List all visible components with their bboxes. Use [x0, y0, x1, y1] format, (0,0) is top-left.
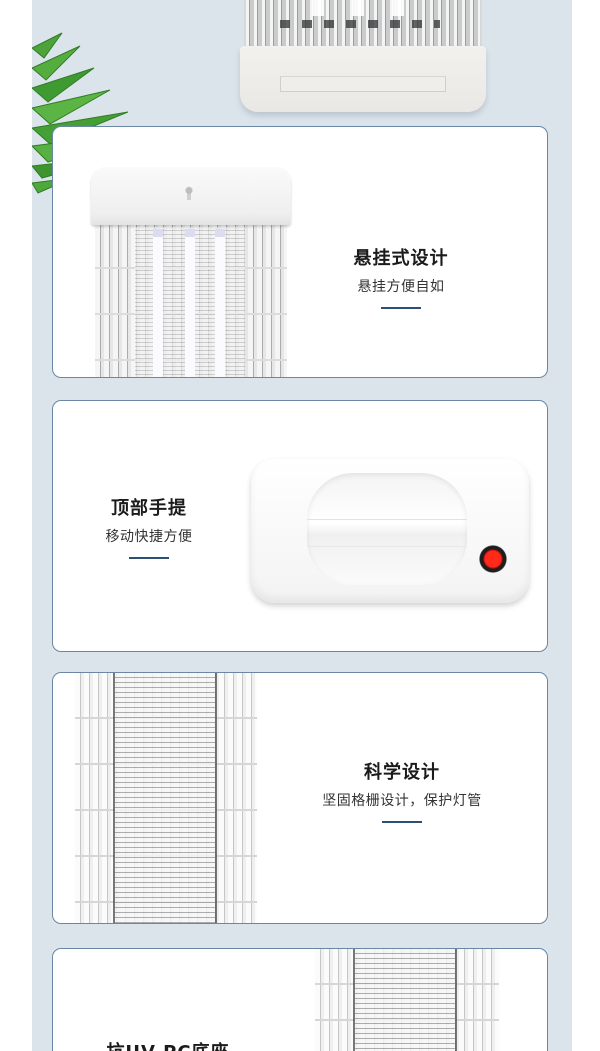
keyhole-icon — [184, 185, 194, 203]
uv-tube — [185, 229, 195, 377]
handle-bar — [307, 519, 467, 547]
feature-card-grid: 科学设计 坚固格栅设计，保护灯管 — [52, 672, 548, 924]
feature-card-hanging: 悬挂式设计 悬挂方便自如 — [52, 126, 548, 378]
feature-title: 悬挂式设计 — [353, 248, 449, 269]
feature-title: 顶部手提 — [111, 498, 187, 519]
handle-grip — [307, 473, 467, 585]
feature-subtitle: 移动快捷方便 — [105, 529, 193, 545]
cage-core — [353, 949, 457, 1051]
hero-uv-tubes — [300, 0, 420, 16]
feature-text: 悬挂式设计 悬挂方便自如 — [321, 247, 481, 309]
feature-title: 抗UV-PC底座 — [83, 1041, 253, 1051]
uv-tube — [215, 229, 225, 377]
hero-vent-slots — [280, 20, 440, 28]
cage-product-image — [75, 673, 257, 923]
hero-tray-drawer — [280, 76, 446, 92]
feature-subtitle: 悬挂方便自如 — [357, 279, 445, 295]
accent-underline — [381, 307, 421, 309]
uv-tube — [153, 229, 163, 377]
feature-subtitle: 坚固格栅设计，保护灯管 — [322, 793, 482, 809]
feature-card-handle: 顶部手提 移动快捷方便 — [52, 400, 548, 652]
hero-product-image — [240, 0, 486, 112]
feature-text: 顶部手提 移动快捷方便 — [69, 497, 229, 559]
feature-card-uv-base: 抗UV-PC底座 — [52, 948, 548, 1051]
product-detail-panel: 悬挂式设计 悬挂方便自如 顶部手提 移动快捷方便 科学设计 坚固格栅设计，保护灯… — [32, 0, 572, 1051]
handle-product-image — [251, 459, 529, 603]
power-switch-icon — [479, 545, 507, 573]
hanging-product-image — [91, 167, 291, 377]
accent-underline — [382, 821, 422, 823]
cage-core — [113, 673, 217, 923]
feature-text: 抗UV-PC底座 — [83, 1041, 253, 1051]
cage-product-image — [315, 949, 499, 1051]
feature-text: 科学设计 坚固格栅设计，保护灯管 — [297, 761, 507, 823]
accent-underline — [129, 557, 169, 559]
feature-title: 科学设计 — [364, 762, 440, 783]
